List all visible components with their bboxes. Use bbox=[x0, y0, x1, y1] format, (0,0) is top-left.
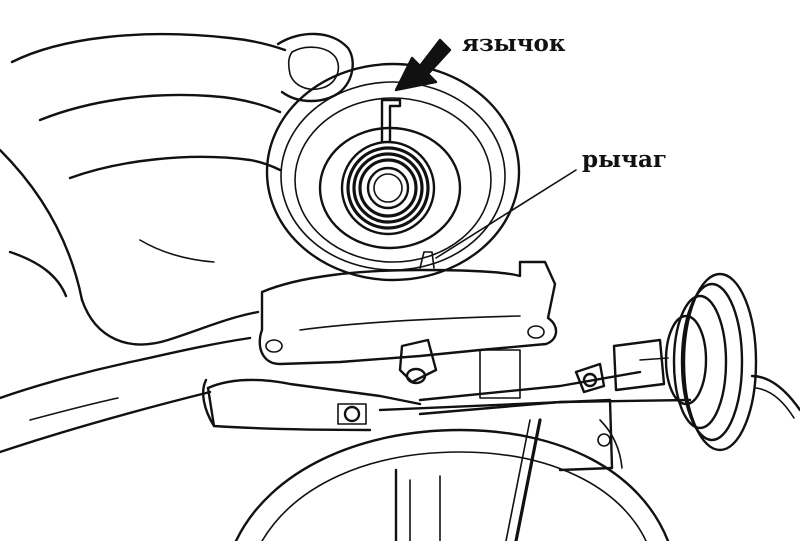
bimetal-spring bbox=[340, 140, 436, 236]
tongue-label: язычок bbox=[462, 30, 566, 57]
tongue-callout-arrow bbox=[394, 38, 452, 92]
choke-cover-housing bbox=[265, 62, 521, 282]
vacuum-break-diaphragm bbox=[612, 272, 800, 452]
lever-label: рычаг bbox=[582, 146, 667, 173]
hand-drawing bbox=[0, 32, 354, 454]
carburetor-body bbox=[202, 260, 692, 541]
spring-tongue-hook bbox=[380, 98, 402, 144]
lever-leader-line bbox=[435, 169, 577, 259]
